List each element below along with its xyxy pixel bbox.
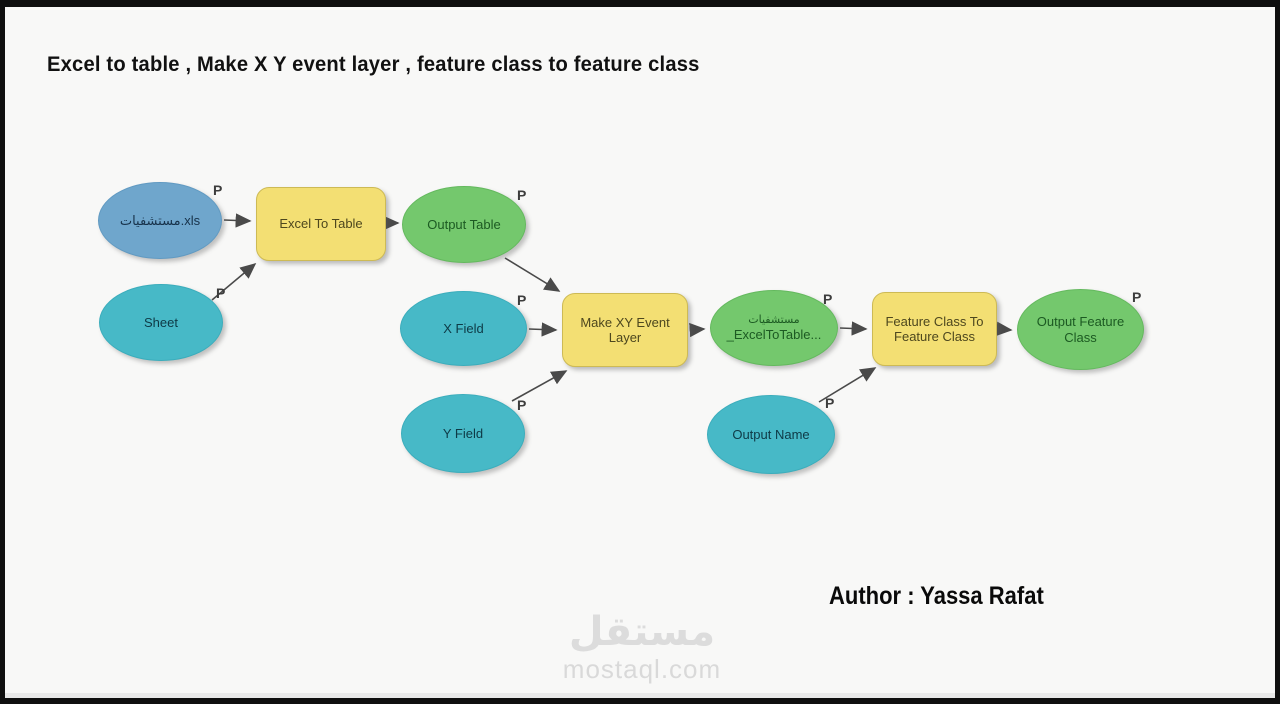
arrow-outputtable-to-makexy bbox=[504, 257, 561, 292]
node-label: مستشفيات.xls bbox=[119, 212, 201, 228]
node-output-table[interactable]: Output Table bbox=[402, 186, 526, 263]
node-label-line1: مستشفيات bbox=[748, 313, 800, 326]
node-label: X Field bbox=[443, 320, 484, 336]
parameter-label: P bbox=[823, 291, 833, 307]
arrow-xls-to-exceltotable bbox=[223, 213, 252, 228]
parameter-label: P bbox=[216, 285, 226, 301]
node-label: مستشفيات _ExcelToTable... bbox=[717, 314, 832, 342]
parameter-label: P bbox=[213, 182, 223, 198]
mostaql-watermark: مستقل mostaql.com bbox=[542, 612, 742, 682]
node-x-field[interactable]: X Field bbox=[400, 291, 527, 366]
node-label: Sheet bbox=[144, 314, 178, 330]
page-title: Excel to table , Make X Y event layer , … bbox=[47, 53, 700, 76]
node-label: Make XY Event Layer bbox=[580, 314, 670, 345]
node-label: Output Feature Class bbox=[1036, 314, 1125, 345]
node-sheet[interactable]: Sheet bbox=[99, 284, 223, 361]
arrow-xfield-to-makexy bbox=[528, 322, 558, 337]
node-label-line2: _ExcelToTable... bbox=[726, 326, 822, 342]
node-excel-to-table-tool[interactable]: Excel To Table bbox=[256, 187, 386, 261]
arrow-derivedtable-to-fcfc bbox=[839, 321, 868, 336]
node-label: Excel To Table bbox=[279, 216, 363, 232]
mostaql-site-url: mostaql.com bbox=[562, 654, 722, 684]
node-output-name[interactable]: Output Name bbox=[707, 395, 835, 474]
arrow-fcfc-to-outputfc bbox=[996, 321, 1013, 336]
parameter-label: P bbox=[517, 292, 527, 308]
parameter-label: P bbox=[517, 397, 527, 413]
parameter-label: P bbox=[1132, 289, 1142, 305]
node-derived-excel-table[interactable]: مستشفيات _ExcelToTable... bbox=[710, 290, 838, 366]
parameter-label: P bbox=[825, 395, 835, 411]
parameter-label: P bbox=[517, 187, 527, 203]
node-output-feature-class[interactable]: Output Feature Class bbox=[1017, 289, 1144, 370]
node-make-xy-event-layer-tool[interactable]: Make XY Event Layer bbox=[562, 293, 688, 367]
node-label: Feature Class To Feature Class bbox=[885, 313, 984, 344]
node-y-field[interactable]: Y Field bbox=[401, 394, 525, 473]
node-label: Output Table bbox=[427, 216, 501, 232]
bottom-divider bbox=[5, 693, 1275, 698]
mostaql-logo: مستقل bbox=[568, 610, 716, 654]
node-label: Output Name bbox=[732, 426, 810, 442]
node-label: Y Field bbox=[442, 425, 484, 441]
node-input-xls[interactable]: مستشفيات.xls bbox=[98, 182, 222, 259]
author-credit: Author : Yassa Rafat bbox=[829, 582, 1044, 610]
node-feature-class-to-feature-class-tool[interactable]: Feature Class To Feature Class bbox=[872, 292, 997, 366]
arrow-makexy-to-derivedtable bbox=[689, 322, 706, 338]
